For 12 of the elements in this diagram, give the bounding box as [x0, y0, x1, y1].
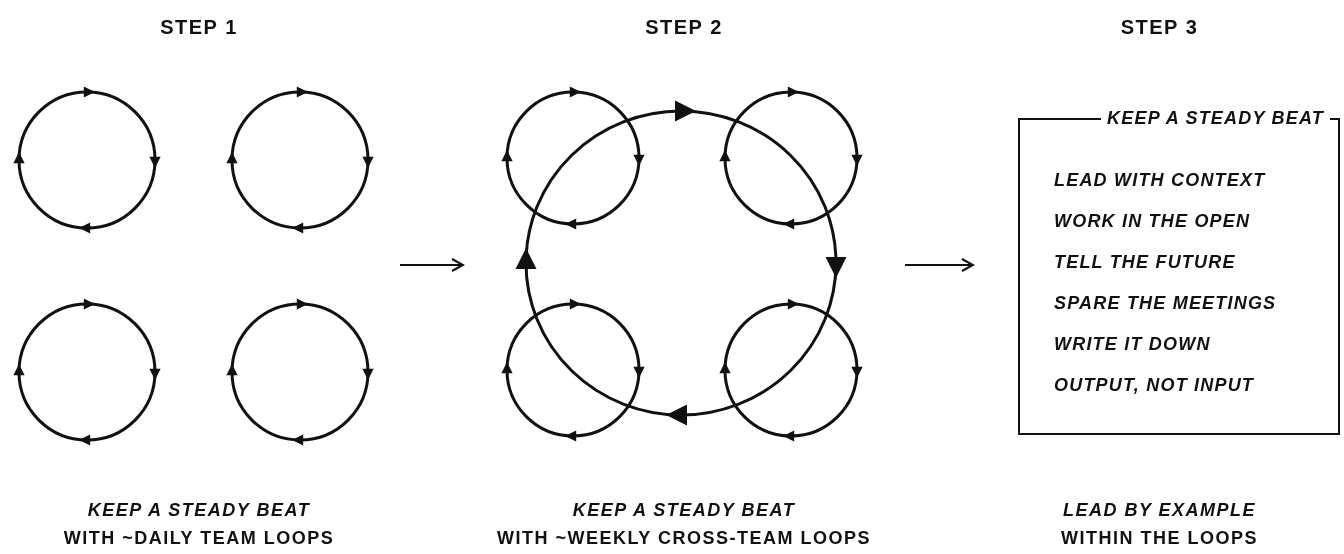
- arrow: [399, 258, 464, 272]
- node-label: WITH ~DAILY TEAM LOOPS: [63, 528, 335, 549]
- step-title: STEP 1: [160, 16, 238, 39]
- list-item: OUTPUT, NOT INPUT: [1054, 375, 1255, 396]
- node-label: WITH ~WEEKLY CROSS-TEAM LOOPS: [497, 528, 871, 549]
- node-label: KEEP A STEADY BEAT: [87, 500, 311, 521]
- node-label: WITHIN THE LOOPS: [1061, 528, 1258, 549]
- node-label: LEAD BY EXAMPLE: [1062, 500, 1257, 521]
- node-label: KEEP A STEADY BEAT: [572, 500, 796, 521]
- step-title: STEP 3: [1120, 16, 1199, 39]
- arrow: [904, 258, 974, 272]
- step-title: STEP 2: [645, 16, 723, 39]
